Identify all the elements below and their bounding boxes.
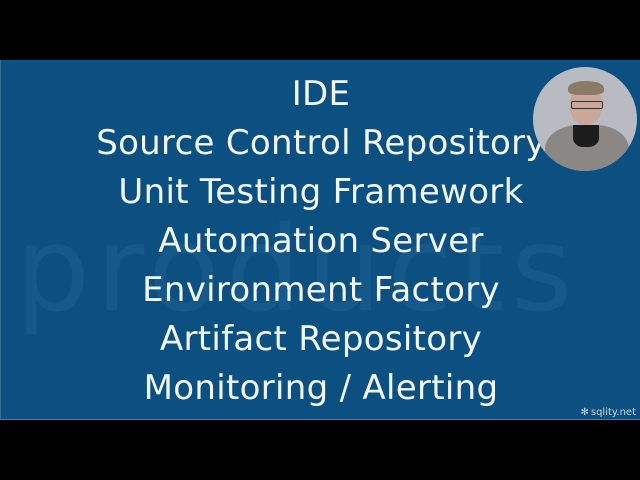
list-item: IDE [291,74,351,114]
presenter-hair [568,81,604,95]
logo-text: sqlity.net [590,407,636,418]
list-item: Unit Testing Framework [118,172,524,212]
presenter-glasses [571,101,603,109]
list-item: Environment Factory [142,270,500,310]
list-item: Monitoring / Alerting [143,368,499,408]
presenter-collar [573,125,599,147]
presentation-slide: products IDE Source Control Repository U… [0,60,640,420]
list-item: Automation Server [158,221,484,261]
asterisk-logo-icon: ✻ [580,407,589,418]
sqlity-logo: ✻ sqlity.net [580,407,636,418]
watermark-text: products [15,200,579,338]
presenter-webcam [533,67,637,171]
list-item: Artifact Repository [159,319,483,359]
list-item: Source Control Repository [96,123,546,163]
tool-list: IDE Source Control Repository Unit Testi… [1,70,640,413]
